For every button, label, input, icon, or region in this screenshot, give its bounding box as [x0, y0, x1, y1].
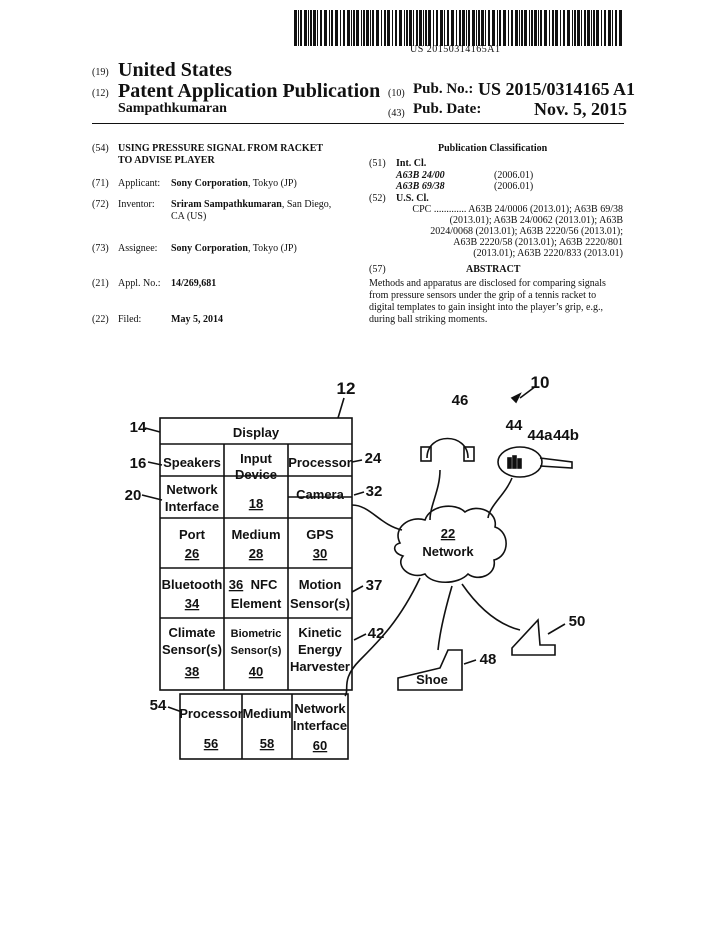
network-interface-label-2: Interface [165, 499, 219, 514]
network-number: 22 [441, 526, 455, 541]
kinetic-label-3: Harvester [290, 659, 350, 674]
network-interface-label-1: Network [166, 482, 218, 497]
ref-10: 10 [531, 373, 550, 392]
medium-label: Medium [231, 527, 280, 542]
port-number: 26 [185, 546, 199, 561]
p2-processor-number: 56 [204, 736, 218, 751]
input-device-label-2: Device [235, 467, 277, 482]
p2-network-number: 60 [313, 738, 327, 753]
nfc-label-1: NFC [251, 577, 278, 592]
bluetooth-number: 34 [185, 596, 200, 611]
ref-37: 37 [366, 577, 383, 594]
biometric-sensor-label-1: Biometric [231, 628, 282, 640]
kinetic-label-1: Kinetic [298, 625, 341, 640]
ref-50: 50 [569, 613, 586, 630]
gps-number: 30 [313, 546, 327, 561]
ref-44b: 44b [553, 427, 579, 444]
p2-medium-label: Medium [242, 706, 291, 721]
kinetic-label-2: Energy [298, 642, 343, 657]
motion-sensor-label-1: Motion [299, 577, 342, 592]
bluetooth-label: Bluetooth [162, 577, 223, 592]
input-device-label-1: Input [240, 451, 272, 466]
ref-48: 48 [480, 651, 497, 668]
p2-network-label-1: Network [294, 701, 346, 716]
p2-network-label-2: Interface [293, 718, 347, 733]
ref-32: 32 [366, 483, 383, 500]
climate-sensor-label-1: Climate [169, 625, 216, 640]
ref-20: 20 [125, 487, 142, 504]
biometric-sensor-number: 40 [249, 664, 263, 679]
display-label: Display [233, 425, 280, 440]
processor-label: Processor [288, 455, 352, 470]
medium-number: 28 [249, 546, 263, 561]
p2-processor-label: Processor [179, 706, 243, 721]
ref-54: 54 [150, 697, 167, 714]
ref-14: 14 [130, 419, 147, 436]
ref-46: 46 [452, 392, 469, 409]
port-label: Port [179, 527, 206, 542]
climate-sensor-number: 38 [185, 664, 199, 679]
gps-label: GPS [306, 527, 334, 542]
input-device-number: 18 [249, 496, 263, 511]
camera-label: Camera [296, 487, 344, 502]
ref-44: 44 [506, 417, 523, 434]
motion-sensor-label-2: Sensor(s) [290, 596, 350, 611]
climate-sensor-label-2: Sensor(s) [162, 642, 222, 657]
biometric-sensor-label-2: Sensor(s) [231, 645, 282, 657]
nfc-label-2: Element [231, 596, 282, 611]
shoe-label: Shoe [416, 672, 448, 687]
speakers-label: Speakers [163, 455, 221, 470]
ref-44a: 44a [527, 427, 553, 444]
network-label: Network [422, 544, 474, 559]
ref-24: 24 [365, 450, 382, 467]
ref-42: 42 [368, 625, 385, 642]
nfc-number: 36 [229, 577, 243, 592]
ref-16: 16 [130, 455, 147, 472]
ref-12: 12 [337, 379, 356, 398]
p2-medium-number: 58 [260, 736, 274, 751]
